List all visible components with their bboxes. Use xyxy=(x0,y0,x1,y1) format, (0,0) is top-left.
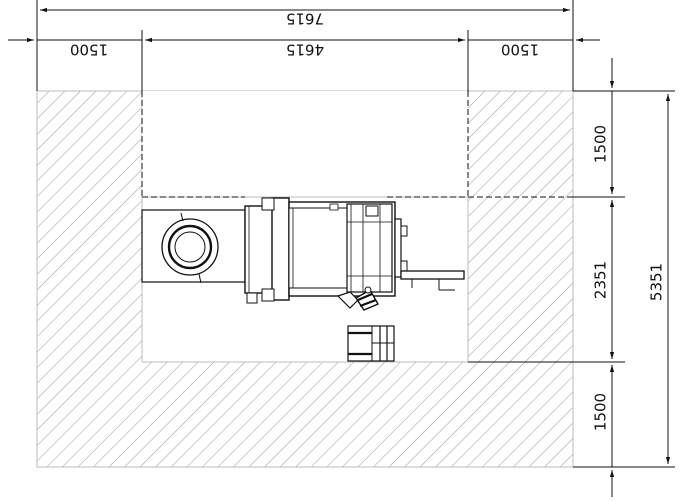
right-margin-label: 1500 xyxy=(501,41,539,59)
inner-width-label: 4615 xyxy=(286,41,324,59)
overall-width-label: 7615 xyxy=(286,10,324,28)
right-dimensions: 1500 2351 1500 5351 xyxy=(468,58,675,497)
upper-work-area xyxy=(142,91,468,197)
engine-cover xyxy=(288,207,348,289)
inner-height-label: 2351 xyxy=(592,261,610,299)
rear-frame xyxy=(346,203,393,293)
machine-top-view xyxy=(141,197,465,362)
left-margin-label: 1500 xyxy=(70,41,108,59)
discharge-chute xyxy=(400,270,465,280)
cab-roof-bar xyxy=(271,197,290,301)
overall-height-label: 5351 xyxy=(648,263,666,301)
bottom-margin-label: 1500 xyxy=(592,393,610,431)
drum-core xyxy=(174,231,206,263)
pallet-frame xyxy=(347,325,395,362)
top-dimensions: 7615 1500 4615 1500 xyxy=(8,0,600,91)
top-margin-label: 1500 xyxy=(592,125,610,163)
steering-unit xyxy=(336,286,379,311)
rear-outrigger xyxy=(394,218,402,278)
